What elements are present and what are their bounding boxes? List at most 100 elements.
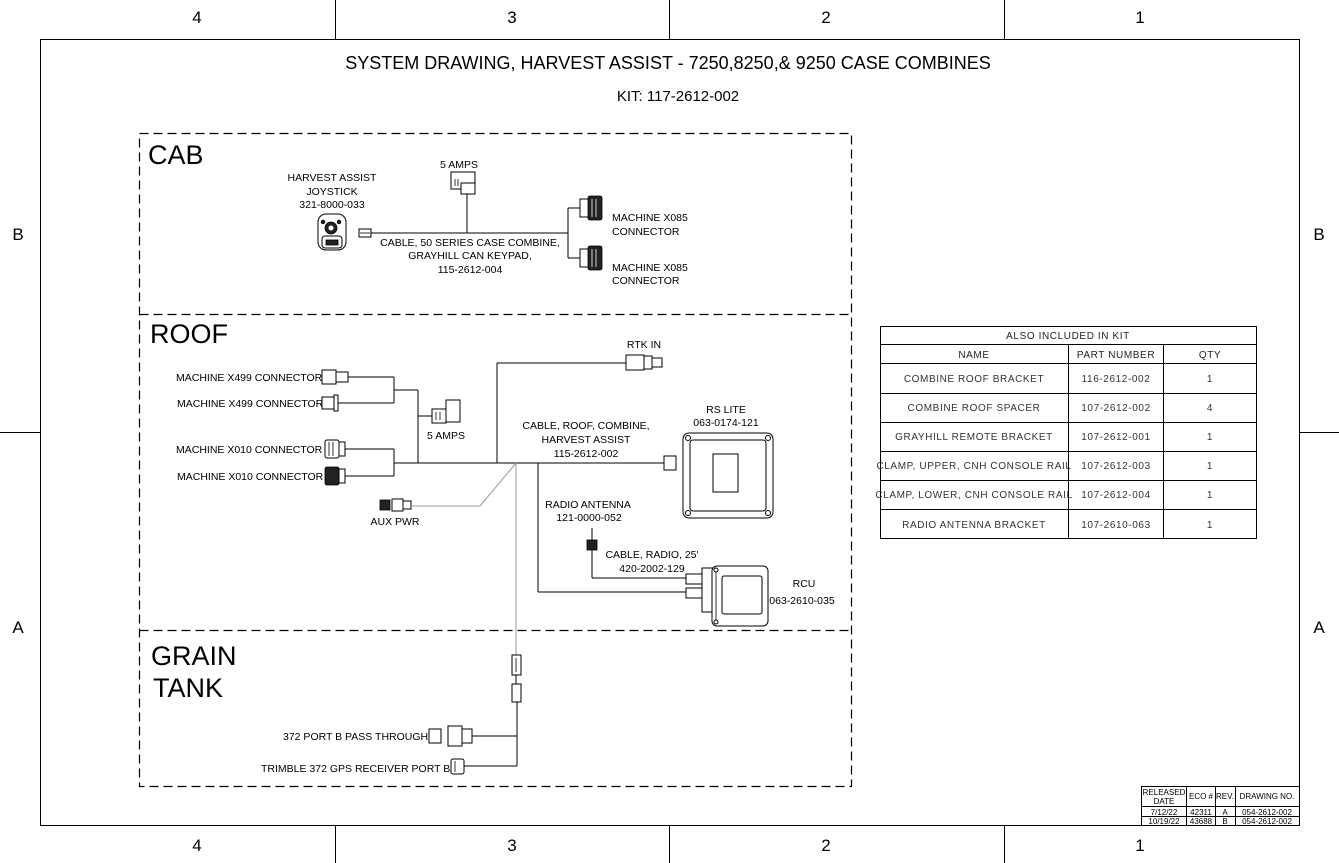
joystick-icon <box>317 213 347 251</box>
pass-through-label: 372 PORT B PASS THROUGH <box>283 731 428 743</box>
revision-block: RELEASED DATE ECO # REV. DRAWING NO. 7/1… <box>1141 786 1300 826</box>
rcu-part-number: 063-2610-035 <box>769 595 835 607</box>
x010-b-label: MACHINE X010 CONNECTOR <box>177 471 324 483</box>
table-row: COMBINE ROOF SPACER 107-2612-002 4 <box>908 403 1213 414</box>
cab-cable-part-number: 115-2612-004 <box>438 264 503 276</box>
table-cell-part: 107-2610-063 <box>1081 520 1150 531</box>
table-row: COMBINE ROOF BRACKET 116-2612-002 1 <box>904 374 1213 385</box>
table-cell-part: 107-2612-003 <box>1081 461 1150 472</box>
cab-cable-label-1: CABLE, 50 SERIES CASE COMBINE, <box>380 237 560 249</box>
table-row: 7/12/22 42311 A 054-2612-002 <box>1151 808 1293 817</box>
roof-cable-label-2: HARVEST ASSIST <box>542 434 631 446</box>
roof-section: MACHINE X499 CONNECTOR MACHINE X499 CONN… <box>176 339 835 655</box>
aux-pwr-label: AUX PWR <box>370 516 419 528</box>
x499-connector-a-icon <box>321 369 349 385</box>
kit-number: KIT: 117-2612-002 <box>617 88 739 105</box>
x085-connector-a-icon <box>579 195 603 221</box>
table-cell-name: COMBINE ROOF SPACER <box>908 403 1041 414</box>
rev-cell-rev: B <box>1222 817 1227 826</box>
cab-fuse-icon <box>450 171 476 195</box>
x010-connector-a-icon <box>324 439 346 459</box>
kit-table-col-name: NAME <box>958 350 989 361</box>
table-cell-qty: 1 <box>1207 432 1213 443</box>
joystick-label-1: HARVEST ASSIST <box>288 172 377 184</box>
rs-lite-plug-icon <box>663 455 677 471</box>
table-cell-name: GRAYHILL REMOTE BRACKET <box>895 432 1053 443</box>
zone-labels-bottom: 4 3 2 1 <box>192 836 1144 855</box>
zone-col-1: 1 <box>1135 8 1144 27</box>
rev-header-released: RELEASED <box>1143 788 1186 797</box>
section-label-cab: CAB <box>148 140 204 170</box>
zone-row-b-right: B <box>1313 225 1324 244</box>
rev-cell-date: 10/19/22 <box>1148 817 1180 826</box>
rs-lite-module-icon <box>682 432 774 519</box>
table-cell-qty: 4 <box>1207 403 1213 414</box>
zone-col-2: 2 <box>821 8 830 27</box>
rcu-module-icon <box>685 565 769 627</box>
table-cell-part: 116-2612-002 <box>1082 374 1151 385</box>
table-cell-name: RADIO ANTENNA BRACKET <box>902 520 1046 531</box>
aux-pwr-connector-icon <box>379 498 412 512</box>
x499-a-label: MACHINE X499 CONNECTOR <box>176 372 323 384</box>
gps-receiver-label: TRIMBLE 372 GPS RECEIVER PORT B <box>261 763 450 775</box>
table-cell-name: CLAMP, LOWER, CNH CONSOLE RAIL <box>875 490 1072 501</box>
section-label-tank: TANK <box>153 673 223 703</box>
antenna-label: RADIO ANTENNA <box>545 499 631 511</box>
rev-cell-drawing: 054-2612-002 <box>1242 808 1292 817</box>
rev-header-drawing-no: DRAWING NO. <box>1240 792 1295 801</box>
radio-cable-part-number: 420-2002-129 <box>619 563 685 575</box>
x010-a-label: MACHINE X010 CONNECTOR <box>176 444 323 456</box>
roof-cable-label-1: CABLE, ROOF, COMBINE, <box>522 420 649 432</box>
grain-tank-section: 372 PORT B PASS THROUGH TRIMBLE 372 GPS … <box>261 654 522 775</box>
rs-lite-label: RS LITE <box>706 404 746 416</box>
table-cell-name: CLAMP, UPPER, CNH CONSOLE RAIL <box>876 461 1071 472</box>
table-row: GRAYHILL REMOTE BRACKET 107-2612-001 1 <box>895 432 1213 443</box>
kit-table-col-part: PART NUMBER <box>1077 350 1155 361</box>
x499-connector-b-icon <box>321 394 339 412</box>
table-cell-part: 107-2612-001 <box>1081 432 1150 443</box>
table-row: CLAMP, LOWER, CNH CONSOLE RAIL 107-2612-… <box>875 490 1213 501</box>
joystick-label-2: JOYSTICK <box>306 186 357 198</box>
rs-lite-part-number: 063-0174-121 <box>693 417 759 429</box>
kit-table-col-qty: QTY <box>1199 350 1221 361</box>
rev-header-rev: REV. <box>1216 792 1234 801</box>
x085-b-label-2: CONNECTOR <box>612 275 680 287</box>
table-row: CLAMP, UPPER, CNH CONSOLE RAIL 107-2612-… <box>876 461 1213 472</box>
roof-fuse-label: 5 AMPS <box>427 430 465 442</box>
zone-row-b-left: B <box>12 225 23 244</box>
table-cell-qty: 1 <box>1207 461 1213 472</box>
x085-a-label-1: MACHINE X085 <box>612 212 688 224</box>
section-label-roof: ROOF <box>150 319 228 349</box>
antenna-part-number: 121-0000-052 <box>556 512 622 524</box>
table-row: RADIO ANTENNA BRACKET 107-2610-063 1 <box>902 520 1212 531</box>
kit-table: ALSO INCLUDED IN KIT NAME PART NUMBER QT… <box>875 326 1257 539</box>
gps-receiver-connector-icon <box>450 758 465 775</box>
pass-through-connector-icon <box>428 725 473 747</box>
zone-row-a-right: A <box>1313 618 1325 637</box>
x085-b-label-1: MACHINE X085 <box>612 262 688 274</box>
x499-b-label: MACHINE X499 CONNECTOR <box>177 398 324 410</box>
rev-header-date: DATE <box>1154 797 1175 806</box>
rev-cell-eco: 42311 <box>1190 808 1212 817</box>
zone-col-3: 3 <box>507 8 516 27</box>
rev-cell-rev: A <box>1222 808 1228 817</box>
zone-col-4-bottom: 4 <box>192 836 201 855</box>
kit-table-heading: ALSO INCLUDED IN KIT <box>1006 331 1130 342</box>
table-cell-qty: 1 <box>1207 490 1213 501</box>
section-boxes <box>138 132 853 788</box>
cab-section: HARVEST ASSIST JOYSTICK 321-8000-033 5 A… <box>288 159 688 287</box>
table-row: 10/19/22 43688 B 054-2612-002 <box>1148 817 1292 826</box>
zone-col-2-bottom: 2 <box>821 836 830 855</box>
joystick-part-number: 321-8000-033 <box>299 199 365 211</box>
zone-col-3-bottom: 3 <box>507 836 516 855</box>
roof-cable-part-number: 115-2612-002 <box>554 448 619 460</box>
rcu-label: RCU <box>793 578 816 590</box>
rev-cell-date: 7/12/22 <box>1151 808 1178 817</box>
zone-labels-side: B B A A <box>12 225 1325 637</box>
cab-cable-label-2: GRAYHILL CAN KEYPAD, <box>408 250 532 262</box>
rtk-in-connector-icon <box>625 354 663 371</box>
table-cell-part: 107-2612-002 <box>1081 403 1150 414</box>
x010-connector-b-icon <box>324 466 346 486</box>
